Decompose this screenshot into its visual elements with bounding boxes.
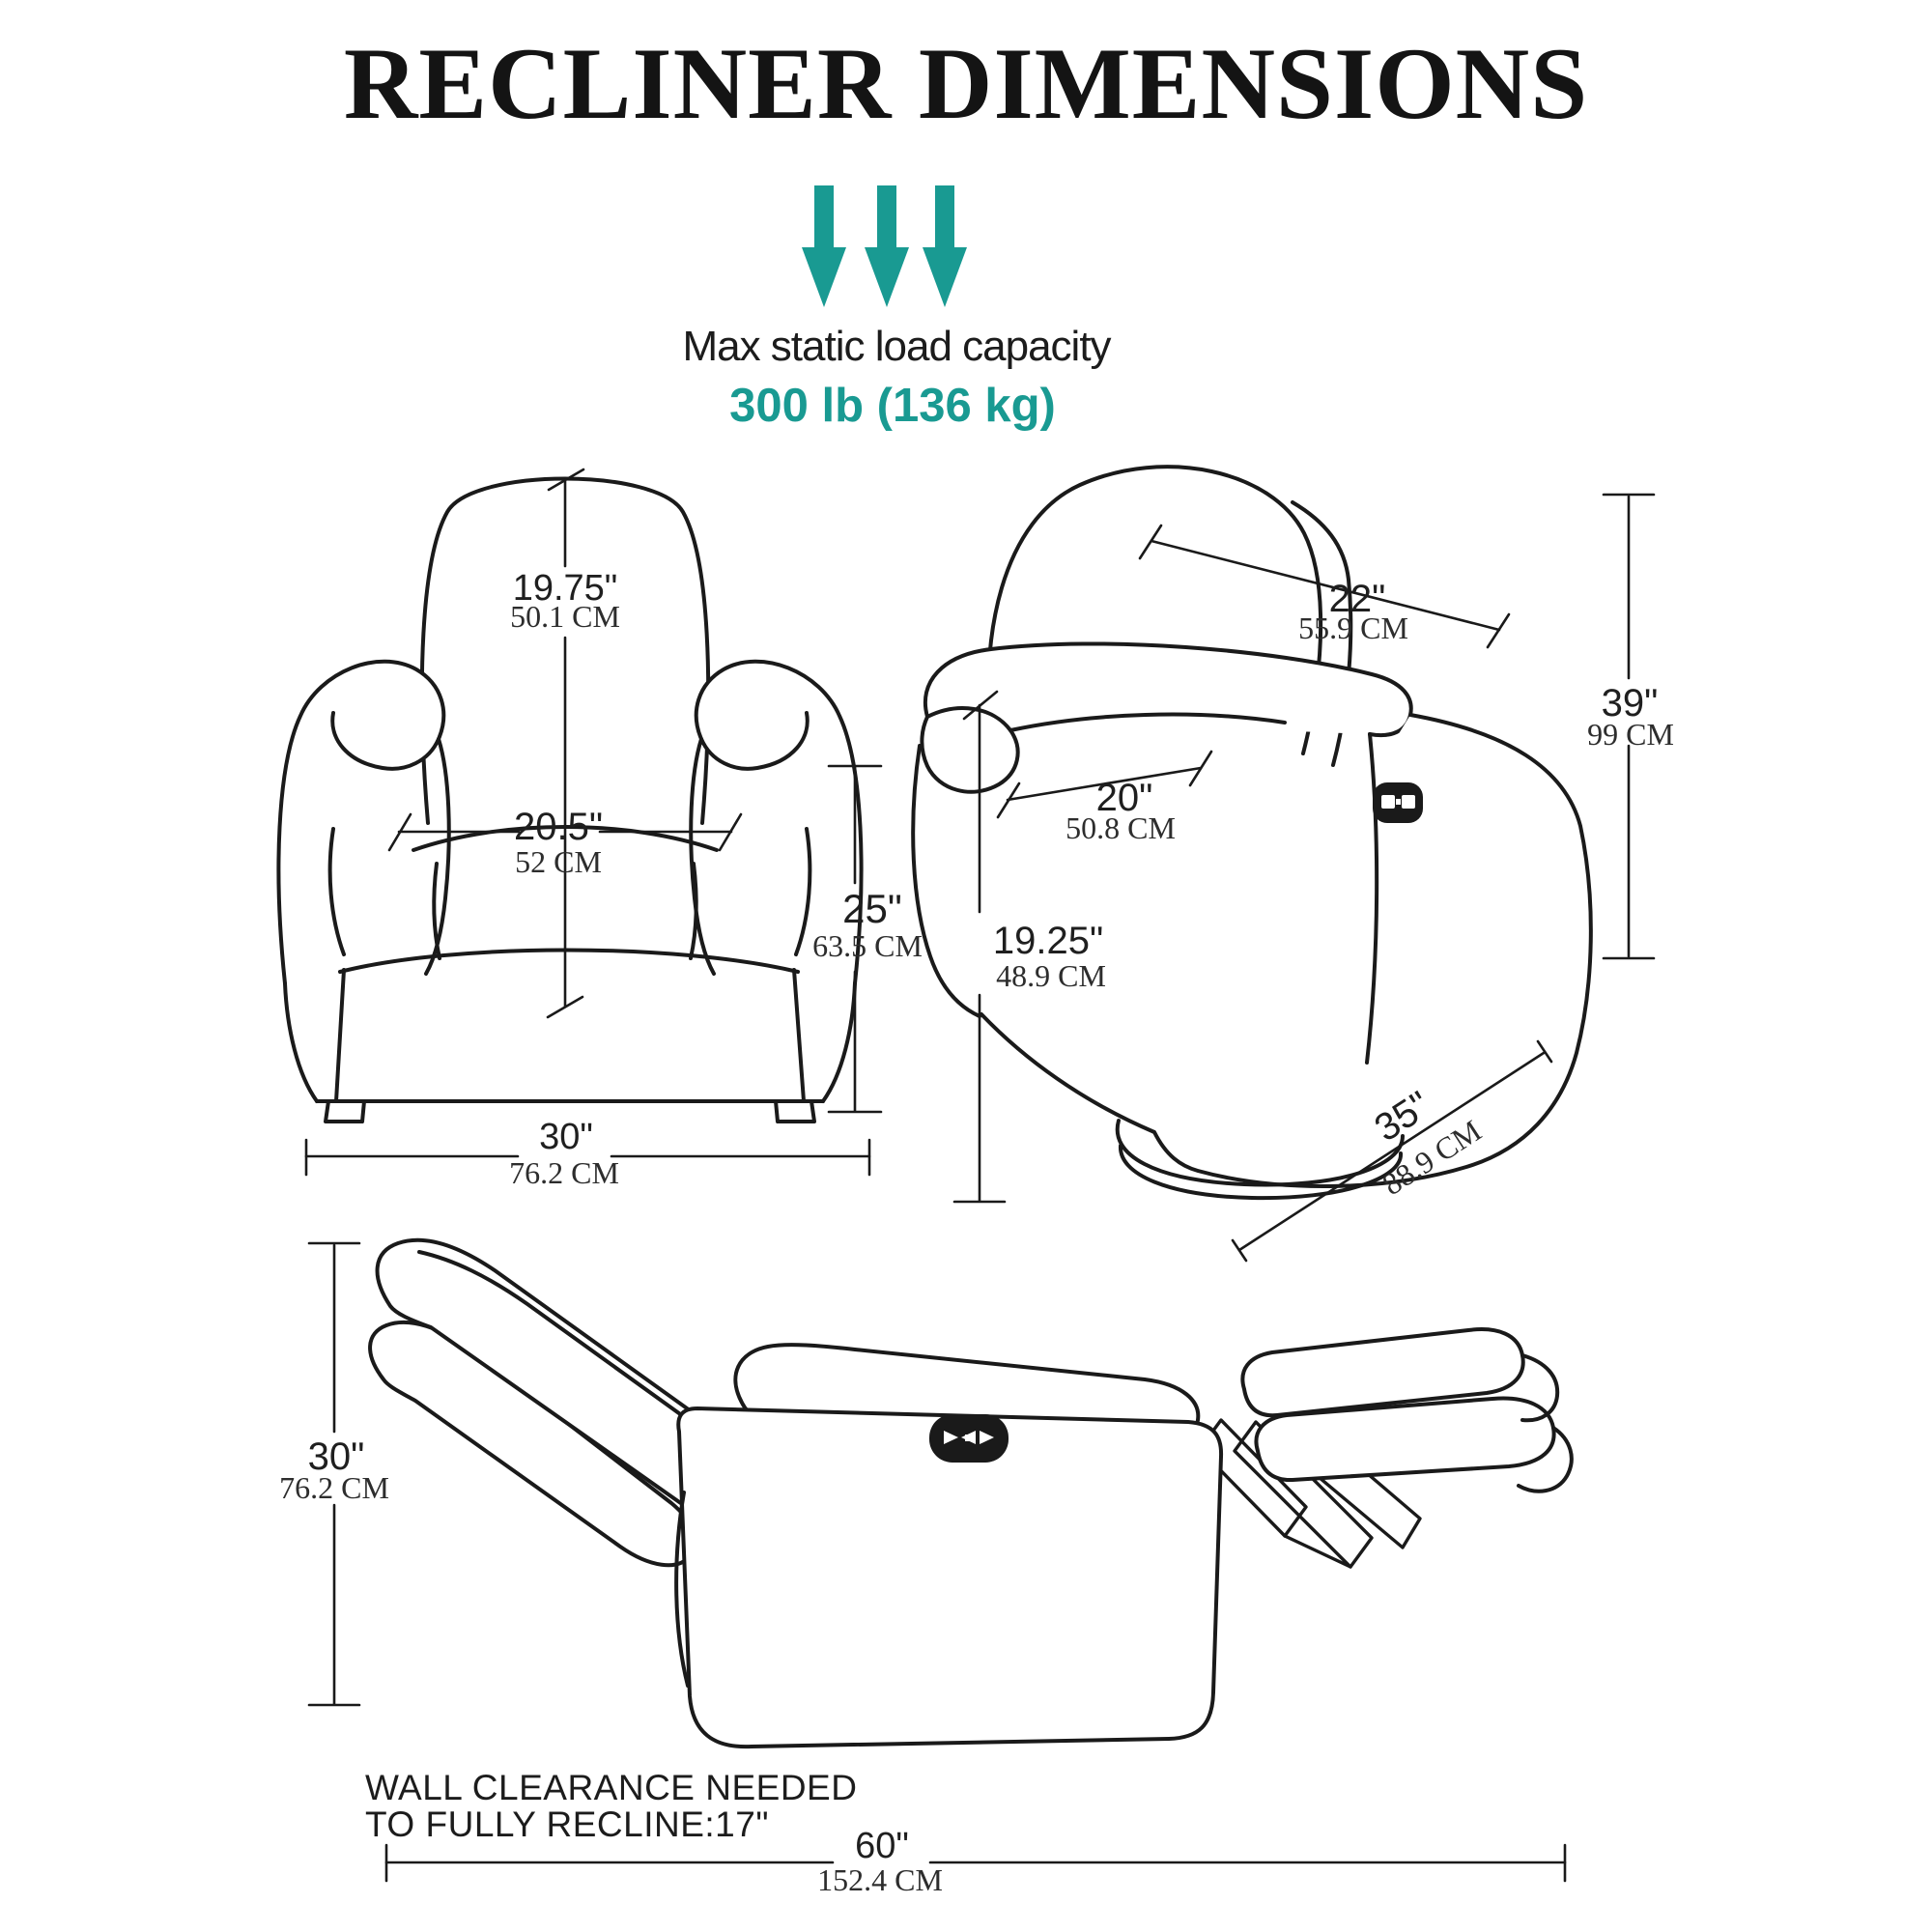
side-back-width-inches: 22" bbox=[1328, 578, 1386, 620]
load-capacity-label: Max static load capacity bbox=[682, 323, 1111, 370]
front-arm-height-cm: 63.5 CM bbox=[812, 928, 923, 963]
side-view-drawing bbox=[911, 465, 1593, 1201]
front-seat-width-cm: 52 CM bbox=[515, 844, 602, 879]
power-control-panel-reclined bbox=[929, 1414, 1009, 1463]
reclined-length-inches: 60" bbox=[855, 1826, 909, 1866]
reclined-height-cm: 76.2 CM bbox=[279, 1470, 389, 1505]
front-back-height-cm: 50.1 CM bbox=[510, 599, 620, 634]
wall-clearance-note-line1: WALL CLEARANCE NEEDED bbox=[365, 1768, 858, 1807]
front-back-height-inches: 19.75" bbox=[512, 568, 618, 609]
side-seat-height-inches: 19.25" bbox=[992, 920, 1104, 962]
reclined-height-inches: 30" bbox=[307, 1435, 365, 1478]
front-view-dimension-lines bbox=[304, 468, 883, 1177]
side-overall-height-cm: 99 CM bbox=[1587, 717, 1674, 752]
down-arrows-icon bbox=[802, 185, 967, 307]
side-overall-height-inches: 39" bbox=[1601, 682, 1659, 724]
front-seat-width-inches: 20.5" bbox=[513, 806, 604, 848]
front-arm-height-inches: 25" bbox=[842, 886, 902, 931]
side-seat-depth-cm: 50.8 CM bbox=[1065, 810, 1176, 845]
page-title: RECLINER DIMENSIONS bbox=[343, 27, 1589, 140]
wall-clearance-note-line2: TO FULLY RECLINE:17" bbox=[365, 1804, 769, 1844]
front-overall-width-cm: 76.2 CM bbox=[509, 1155, 619, 1190]
side-view-dimension-lines bbox=[952, 493, 1656, 1263]
reclined-length-cm: 152.4 CM bbox=[817, 1862, 943, 1897]
side-back-width-cm: 55.9 CM bbox=[1298, 611, 1408, 645]
front-overall-width-inches: 30" bbox=[539, 1117, 593, 1157]
reclined-view-dimension-lines bbox=[307, 1241, 1567, 1883]
side-seat-height-cm: 48.9 CM bbox=[996, 958, 1106, 993]
power-control-panel bbox=[1373, 782, 1423, 823]
side-seat-depth-inches: 20" bbox=[1095, 777, 1153, 819]
load-capacity-value: 300 lb (136 kg) bbox=[729, 380, 1056, 432]
reclined-view-drawing bbox=[368, 1237, 1574, 1749]
